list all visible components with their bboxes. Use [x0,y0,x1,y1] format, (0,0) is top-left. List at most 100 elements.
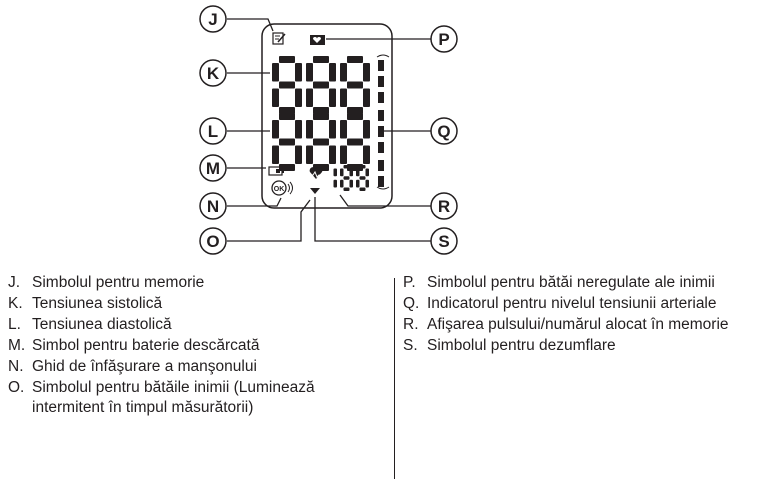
digit-segment [356,168,360,177]
level-bar [378,76,384,87]
legend-key: O. [8,379,25,396]
legend-text: Tensiunea sistolică [32,295,163,312]
irregular-heartbeat-icon [310,35,325,45]
digit-segment [340,88,347,107]
bp-level-indicator [378,60,384,187]
callout-circle-m [199,154,227,182]
callout-label-r: R [438,197,450,216]
digit-segment [363,63,370,82]
callout-circle-k [199,59,227,87]
level-bar [378,160,384,171]
legend-text: Indicatorul pentru nivelul tensiunii art… [427,295,717,312]
legend-text: Ghid de înfăşurare a manşonului [32,358,257,375]
callout-circle-n [199,192,227,220]
legend-key: K. [8,295,23,312]
callout-label-s: S [438,232,449,251]
digit-segment [363,120,370,139]
digit-segment [313,107,329,114]
cuff-wrap-guide-icon: OK [271,180,293,196]
systolic-digits [272,56,370,114]
digit-segment [347,138,363,146]
callout-label-p: P [438,30,449,49]
digit-segment [295,63,302,82]
legend-key: L. [8,316,21,333]
digit-segment [295,88,302,107]
callout-circle-s [430,227,458,255]
legend-key: N. [8,358,24,375]
legend-key: S. [403,337,418,354]
digit-segment [279,56,295,63]
level-bar [378,92,384,103]
digit-segment [340,120,347,139]
legend-key: R. [403,316,419,333]
digit-segment [340,168,344,177]
pulse-digits [333,165,369,191]
level-bar [378,142,384,153]
digit-segment [349,179,353,188]
digit-segment [306,120,313,139]
legend-item: O.Simbolul pentru bătăile inimii (Lumine… [8,378,383,418]
digit-segment [313,113,329,120]
callout-circle-l [199,117,227,145]
callout-circle-o [199,227,227,255]
digit-segment [359,165,366,169]
legend-item: R.Afişarea pulsului/numărul alocat în me… [403,315,778,335]
legend-text: Tensiunea diastolică [32,316,172,333]
digit-segment [313,56,329,63]
callout-label-k: K [207,64,220,83]
digit-segment [343,165,350,169]
digit-segment [272,88,279,107]
digit-segment [340,63,347,82]
digit-segment [359,187,366,191]
low-battery-icon [268,166,284,176]
digit-segment [356,179,360,188]
deflation-icon [310,188,320,194]
memory-icon [272,32,286,45]
digit-segment [279,113,295,120]
digit-segment [329,120,336,139]
digit-segment [347,56,363,63]
legend-item: L. Tensiunea diastolică [8,315,383,335]
callout-circle-p [430,25,458,53]
digit-segment [329,145,336,164]
digit-segment [333,168,337,177]
callout-circle-q [430,117,458,145]
callout-circle-r [430,192,458,220]
legend-key: P. [403,274,416,291]
digit-segment [365,179,369,188]
legend-text: Simbolul pentru dezumflare [427,337,616,354]
legend-key: J. [8,274,21,291]
diastolic-digits [272,113,370,171]
digit-segment [306,145,313,164]
level-bar [378,60,384,71]
digit-segment [333,179,337,188]
callout-label-m: M [206,159,220,178]
legend-text: Simbolul pentru memorie [32,274,205,291]
legend-item: K. Tensiunea sistolică [8,294,383,314]
digit-segment [365,168,369,177]
legend-divider [394,278,395,479]
digit-segment [313,138,329,146]
digit-segment [279,81,295,89]
digit-segment [347,81,363,89]
digit-segment [363,88,370,107]
callout-label-n: N [207,197,219,216]
digit-segment [295,145,302,164]
svg-text:OK: OK [274,186,285,193]
digit-segment [306,63,313,82]
legend-item: N. Ghid de înfăşurare a manşonului [8,357,383,377]
callout-label-j: J [208,10,217,29]
digit-segment [279,107,295,114]
callout-label-o: O [206,232,219,251]
digit-segment [272,120,279,139]
legend-item: S. Simbolul pentru dezumflare [403,336,778,356]
legend-right: P.Simbolul pentru bătăi neregulate ale i… [403,273,778,357]
callout-label-l: L [208,122,218,141]
legend-item: P.Simbolul pentru bătăi neregulate ale i… [403,273,778,293]
callout-label-q: Q [437,122,450,141]
legend-key: M. [8,337,26,354]
legend-text: Simbol pentru baterie descărcată [32,337,260,354]
